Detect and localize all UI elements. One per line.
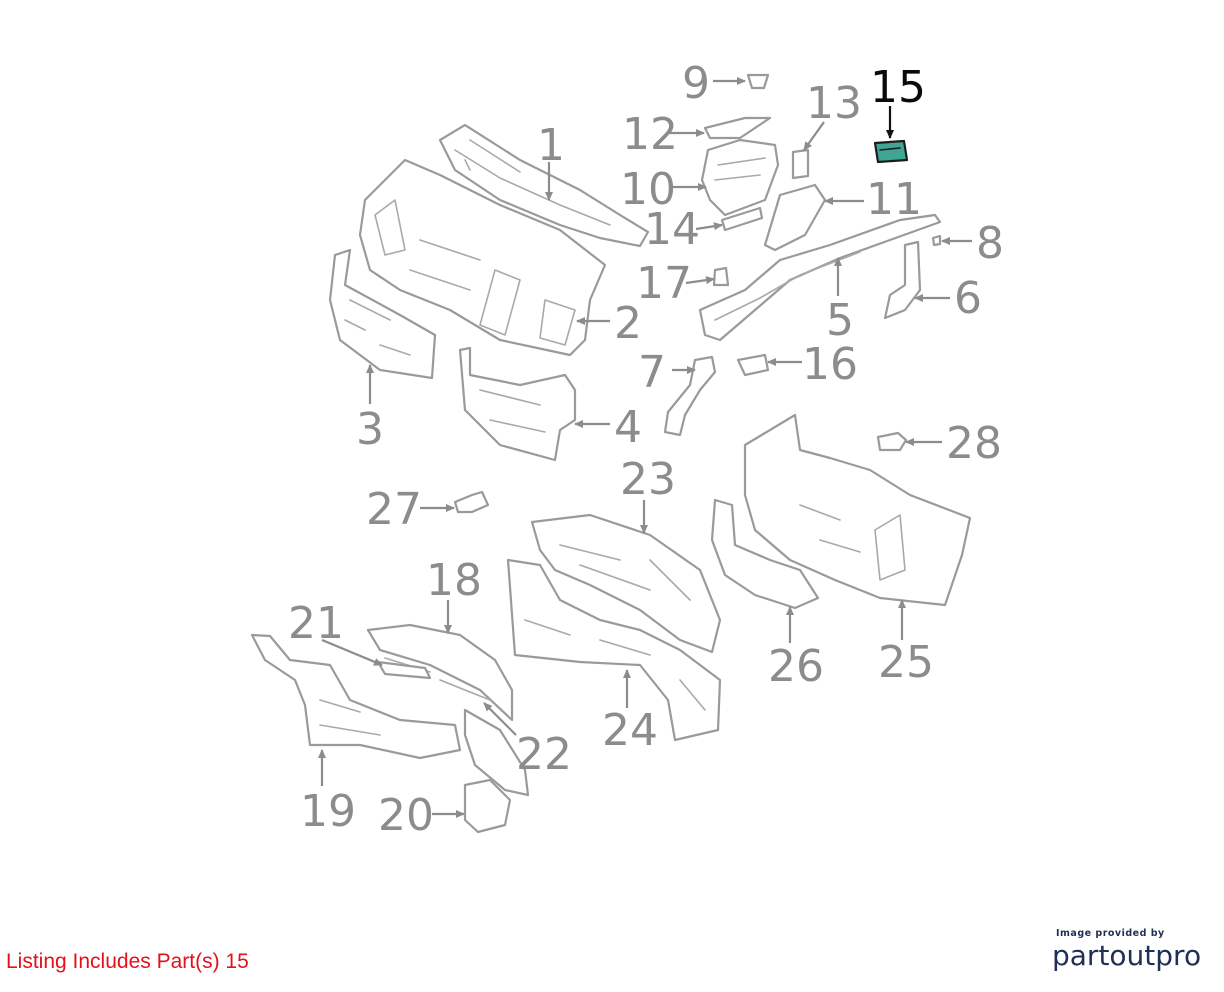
label-28: 28: [946, 418, 1002, 469]
part-24-lower-dash-insulator: [506, 558, 722, 742]
label-17: 17: [636, 258, 692, 309]
label-20: 20: [378, 790, 434, 841]
part-28-grommet: [876, 431, 908, 452]
part-21-seal: [376, 660, 432, 680]
label-19: 19: [300, 786, 356, 837]
arrow-14: [695, 222, 723, 231]
label-1: 1: [537, 120, 565, 171]
callout-labels: 1 2 3 4 5 6 7 8 9 10 11 12 13 14 15 16 1…: [288, 58, 1004, 841]
label-22: 22: [516, 729, 572, 780]
brand-badge: Image provided by partoutpro: [1052, 928, 1212, 973]
part-20-lower-bracket: [463, 778, 512, 834]
part-5-support-rail: [698, 213, 942, 342]
arrow-22: [483, 702, 517, 736]
part-16-retainer: [736, 353, 770, 377]
part-8-clip: [931, 234, 942, 247]
part-9-grommet: [746, 73, 770, 90]
label-9: 9: [682, 58, 710, 109]
label-27: 27: [366, 484, 422, 535]
part-18-upper-insulator: [366, 623, 514, 722]
arrow-13: [803, 121, 825, 151]
label-3: 3: [356, 404, 384, 455]
part-6-bracket: [883, 240, 922, 320]
part-22-panel: [463, 708, 530, 797]
label-10: 10: [620, 164, 676, 215]
arrow-17: [685, 276, 715, 285]
label-24: 24: [602, 705, 658, 756]
label-2: 2: [614, 298, 642, 349]
label-12: 12: [622, 109, 678, 160]
part-4-lower-insulator: [458, 346, 577, 462]
arrow-21: [321, 638, 383, 667]
part-1-cowl-top-panel: [438, 123, 650, 248]
label-5: 5: [826, 295, 854, 346]
part-2-dash-panel: [358, 158, 607, 357]
listing-caption: Listing Includes Part(s) 15: [6, 950, 249, 973]
label-26: 26: [768, 641, 824, 692]
label-8: 8: [976, 218, 1004, 269]
label-15: 15: [870, 62, 926, 113]
label-4: 4: [614, 402, 642, 453]
label-21: 21: [288, 598, 344, 649]
part-10-blower-housing: [700, 138, 780, 217]
part-13-cover: [791, 148, 810, 180]
label-14: 14: [644, 204, 700, 255]
brand-logo: partoutpro: [1052, 939, 1202, 972]
label-16: 16: [802, 339, 858, 390]
label-7: 7: [638, 347, 666, 398]
part-11-duct: [763, 183, 827, 252]
part-25-right-dash-insulator: [743, 413, 972, 607]
label-18: 18: [426, 555, 482, 606]
label-11: 11: [866, 174, 922, 225]
part-14-connector: [720, 206, 764, 232]
brand-tagline: Image provided by: [1056, 928, 1165, 939]
part-26-lower-right-insulator: [710, 498, 820, 610]
label-25: 25: [878, 637, 934, 688]
leader-arrows: [318, 77, 972, 818]
part-3-side-insulator: [328, 248, 437, 380]
part-12-seal: [703, 116, 772, 140]
part-7-brace: [663, 355, 717, 437]
part-15-insulator-highlighted: [873, 139, 909, 164]
label-6: 6: [954, 273, 982, 324]
part-17-clip: [712, 266, 730, 287]
label-23: 23: [620, 454, 676, 505]
part-19-left-insulator: [250, 633, 462, 760]
part-27-fastener: [453, 490, 490, 514]
label-13: 13: [806, 78, 862, 129]
